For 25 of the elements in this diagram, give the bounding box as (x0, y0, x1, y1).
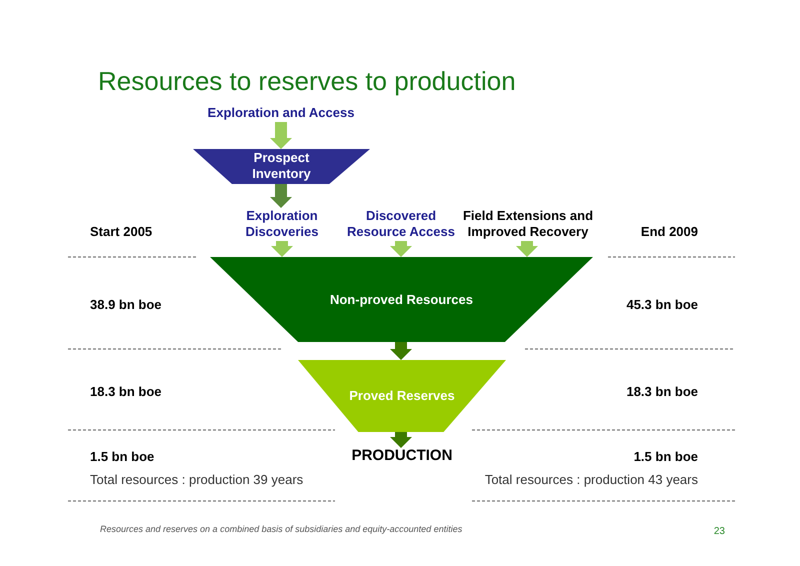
flow-arrow (270, 122, 292, 149)
stage-label: Exploration Discoveries (227, 208, 337, 241)
period-label: Start 2005 (90, 224, 154, 240)
footnote: Resources and reserves on a combined basis of subsidiaries and equity-accounted entities (100, 523, 464, 536)
flow-arrow (390, 342, 412, 360)
volume-value: 45.3 bn boe (625, 297, 698, 313)
slide-title: Resources to reserves to production (98, 65, 516, 98)
stage-label: Prospect Inventory (251, 150, 312, 182)
flow-arrow (390, 241, 412, 257)
stage-label: Proved Reserves (349, 388, 455, 404)
flow-arrow (271, 241, 293, 257)
ratio-note: Total resources : production 43 years (484, 472, 698, 488)
volume-value: 18.3 bn boe (625, 384, 698, 400)
stage-label: Exploration and Access (196, 105, 366, 122)
volume-value: 1.5 bn boe (90, 449, 156, 465)
flow-arrow (270, 184, 292, 208)
volume-value: 38.9 bn boe (90, 297, 163, 313)
volume-value: 18.3 bn boe (90, 384, 163, 400)
ratio-note: Total resources : production 39 years (90, 472, 304, 488)
volume-value: 1.5 bn boe (632, 449, 698, 465)
stage-label: PRODUCTION (337, 448, 467, 466)
flow-arrow (516, 241, 538, 257)
flow-arrow (390, 432, 412, 448)
page-number: 23 (712, 525, 725, 539)
stage-label: Non-proved Resources (330, 292, 474, 308)
